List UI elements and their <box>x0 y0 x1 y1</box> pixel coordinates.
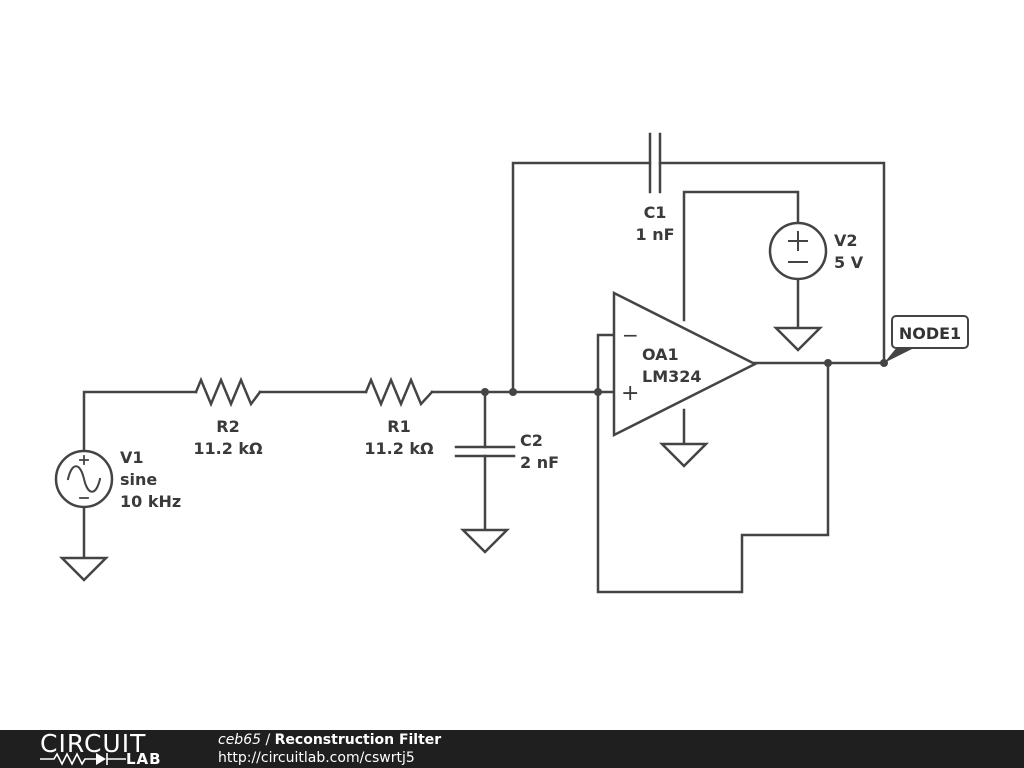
resistor-r2[interactable]: R2 11.2 kΩ <box>193 376 263 458</box>
grounds <box>58 326 824 582</box>
node-tag-node1[interactable]: NODE1 <box>884 315 969 363</box>
wire-output-feedback <box>596 333 830 594</box>
author-link[interactable]: ceb65 <box>218 732 262 748</box>
voltage-source-v1-name: V1 <box>120 448 144 467</box>
junction-dot <box>594 388 602 396</box>
wire-c1-right <box>658 161 886 365</box>
ground-icon <box>658 442 710 468</box>
resistor-r1-zigzag <box>364 376 434 408</box>
opamp-oa1-part: LM324 <box>642 367 702 386</box>
capacitor-c2[interactable]: C2 2 nF <box>454 431 559 472</box>
project-url[interactable]: http://circuitlab.com/cswrtj5 <box>218 750 415 766</box>
node-tag-box <box>891 315 969 349</box>
voltage-source-v1-frequency: 10 kHz <box>120 492 181 511</box>
capacitor-c1[interactable]: C1 1 nF <box>635 132 675 244</box>
wire-c1-left <box>511 161 652 394</box>
sine-wave-icon <box>66 465 102 493</box>
resistor-diode-icon <box>40 752 126 766</box>
opamp-inverting-symbol: − <box>622 323 639 347</box>
resistor-r2-name: R2 <box>216 417 239 436</box>
resistor-r2-value: 11.2 kΩ <box>193 439 263 458</box>
resistor-r1[interactable]: R1 11.2 kΩ <box>364 376 434 458</box>
resistor-r1-value: 11.2 kΩ <box>364 439 434 458</box>
capacitor-c1-value: 1 nF <box>635 225 674 244</box>
project-title: Reconstruction Filter <box>274 732 442 748</box>
ground-icon <box>772 326 824 352</box>
wire-v1-to-r2 <box>82 390 198 454</box>
voltage-source-v2-name: V2 <box>834 231 858 250</box>
wire-v2-supply <box>682 190 800 322</box>
voltage-source-v2-value: 5 V <box>834 253 864 272</box>
circuitlab-logo[interactable]: CIRCUIT LAB <box>40 730 180 768</box>
junctions <box>481 359 888 396</box>
junction-dot <box>509 388 517 396</box>
capacitor-c2-name: C2 <box>520 431 543 450</box>
ground-icon <box>58 556 110 582</box>
capacitor-c1-name: C1 <box>644 203 667 222</box>
voltage-source-v1[interactable]: V1 sine 10 kHz <box>54 448 181 511</box>
voltage-source-v2[interactable]: V2 5 V <box>768 221 864 281</box>
logo-wordmark-top: CIRCUIT <box>40 729 147 758</box>
junction-dot <box>481 388 489 396</box>
capacitor-c2-value: 2 nF <box>520 453 559 472</box>
node-tag-label: NODE1 <box>899 324 961 343</box>
voltage-source-v1-type: sine <box>120 470 157 489</box>
junction-dot <box>824 359 832 367</box>
resistor-r1-name: R1 <box>387 417 410 436</box>
opamp-oa1-name: OA1 <box>642 345 679 364</box>
logo-wordmark-bottom: LAB <box>126 750 162 768</box>
title-separator: / <box>261 732 275 748</box>
opamp-oa1-body <box>612 290 758 438</box>
wires <box>82 161 886 594</box>
footer-bar: CIRCUIT LAB ceb65 / Reconstruction Filte… <box>0 730 1024 768</box>
resistor-r2-zigzag <box>194 376 262 408</box>
ground-icon <box>459 528 511 554</box>
circuit-schematic: R2 11.2 kΩ R1 11.2 kΩ C2 2 nF C1 1 nF V1… <box>54 132 969 594</box>
opamp-noninverting-symbol: + <box>621 381 639 406</box>
node-tag-pointer <box>884 346 918 363</box>
footer-title: ceb65 / Reconstruction Filter <box>218 731 441 749</box>
opamp-oa1[interactable]: − + OA1 LM324 <box>612 290 758 438</box>
